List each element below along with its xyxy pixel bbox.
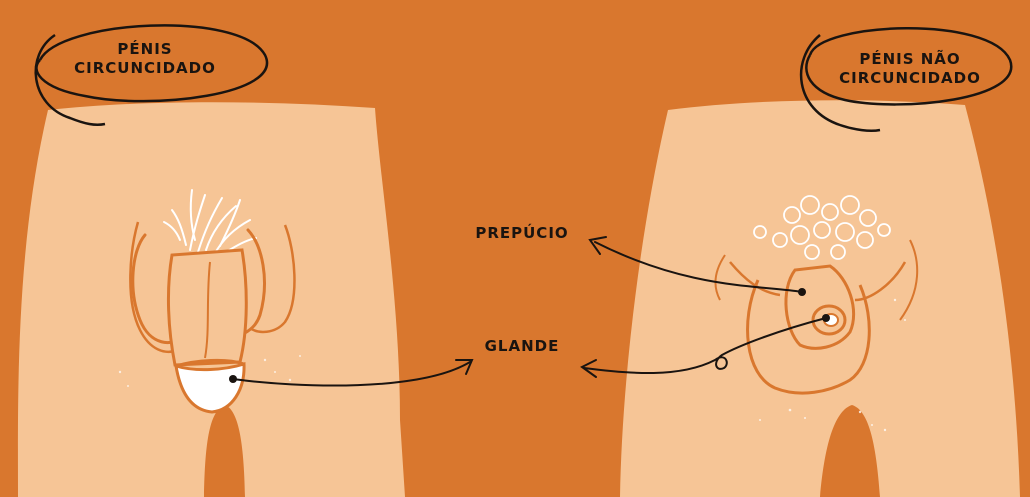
circumcised-body-illustration [18,102,405,497]
label-glande: GLANDE [462,337,582,356]
title-circumcised-line-1: PÉNIS [40,40,250,59]
title-uncircumcised-line-2: CIRCUNCIDADO [810,69,1010,88]
title-uncircumcised: PÉNIS NÃO CIRCUNCIDADO [810,50,1010,88]
title-circumcised-line-2: CIRCUNCIDADO [40,59,250,78]
title-circumcised: PÉNIS CIRCUNCIDADO [40,40,250,78]
title-uncircumcised-line-1: PÉNIS NÃO [810,50,1010,69]
uncircumcised-body-illustration [620,100,1020,497]
label-prepucio: PREPÚCIO [452,224,592,243]
